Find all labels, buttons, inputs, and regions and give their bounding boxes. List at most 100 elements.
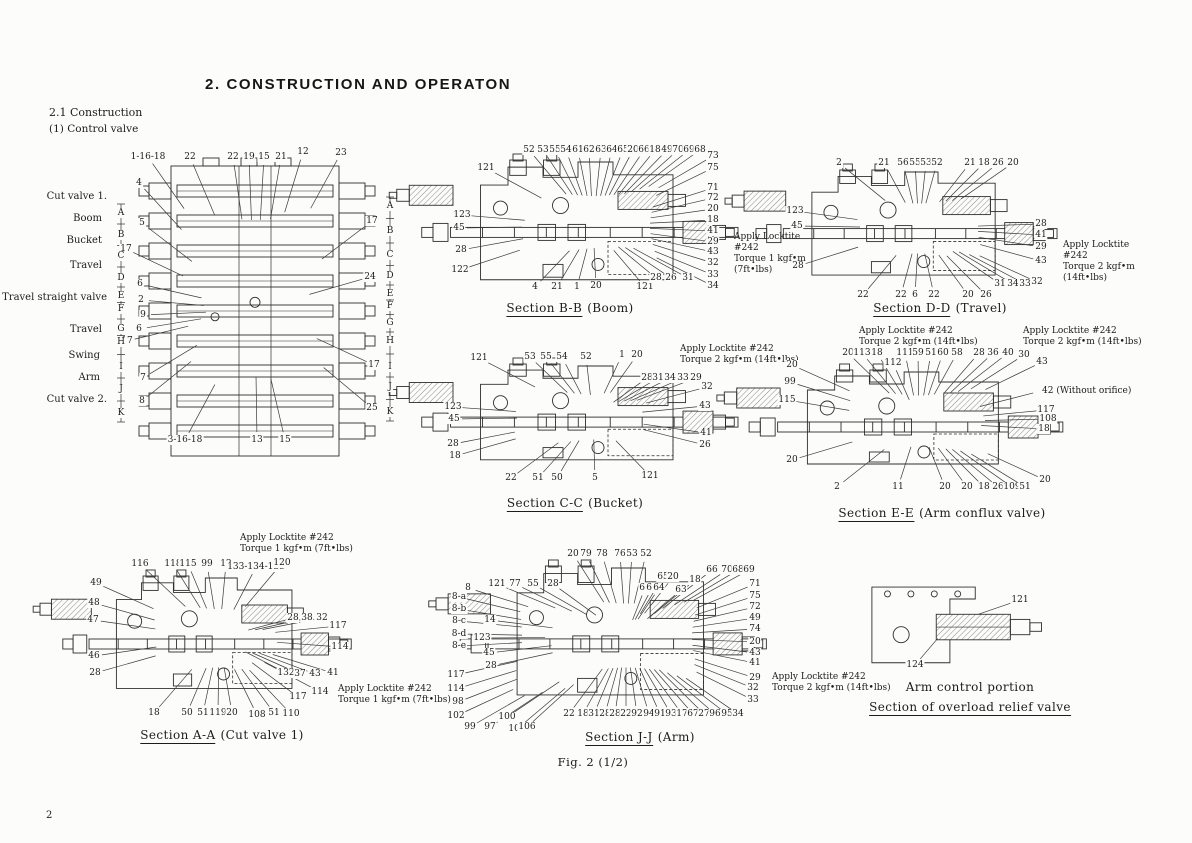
part-number-label: 21 <box>550 282 564 292</box>
part-number-label: 106 <box>517 722 537 732</box>
part-number-label: 4 <box>531 282 539 292</box>
section-caption-title: Section J-J <box>585 730 653 746</box>
part-number-label: 117 <box>328 621 348 631</box>
part-number-label: 12 <box>219 559 233 569</box>
part-number-label: 22 <box>183 152 197 162</box>
part-number-label: 2 <box>835 158 843 168</box>
part-number-label: 43 <box>698 401 712 411</box>
part-number-label: 6 <box>136 279 144 289</box>
part-number-label: 26 <box>991 482 1005 492</box>
part-number-label: 20 <box>1038 475 1052 485</box>
part-number-label: 21 <box>963 158 977 168</box>
section-caption: Arm control portion <box>906 680 1035 694</box>
part-number-label: 3-16-18 <box>166 435 204 445</box>
part-number-label: 55 <box>526 579 540 589</box>
part-number-label: 53 <box>523 352 537 362</box>
section-caption-subject: (Cut valve 1) <box>220 728 304 742</box>
part-number-label: 4 <box>135 178 143 188</box>
part-number-label: 79 <box>579 549 593 559</box>
part-number-label: 20 <box>841 348 855 358</box>
part-number-label: 11 <box>891 482 905 492</box>
part-number-label: 15 <box>278 435 292 445</box>
part-number-label: 118 <box>163 559 183 569</box>
part-number-label: 117 <box>1036 405 1056 415</box>
section-letter-label: D <box>385 271 395 281</box>
part-number-label: 43 <box>1034 256 1048 266</box>
part-number-label: 28 <box>286 613 300 623</box>
part-number-label: 91 <box>653 709 667 719</box>
part-number-label: 23 <box>334 148 348 158</box>
part-number-label: 61 <box>571 145 585 155</box>
part-number-label: 24 <box>363 272 377 282</box>
part-number-label: 68 <box>693 145 707 155</box>
part-number-label: 22 <box>927 290 941 300</box>
section-letter-label: H <box>385 336 395 346</box>
part-number-label: 32 <box>1030 277 1044 287</box>
part-number-label: 41 <box>748 658 762 668</box>
part-number-label: 51 <box>196 708 210 718</box>
part-number-label: 43 <box>748 648 762 658</box>
part-number-label: 92 <box>630 709 644 719</box>
part-number-label: 51 <box>267 708 281 718</box>
part-number-label: 45 <box>447 414 461 424</box>
subsection-heading: (1) Control valve <box>49 123 139 135</box>
part-number-label: 26 <box>664 273 678 283</box>
part-number-label: 1 <box>618 350 626 360</box>
part-number-label: 70 <box>671 145 685 155</box>
part-number-label: 97 <box>483 722 497 732</box>
section-caption: Section of overload relief valve <box>869 700 1071 716</box>
part-number-label: 49 <box>660 145 674 155</box>
part-number-label: 115 <box>178 559 198 569</box>
part-number-label: 28 <box>88 668 102 678</box>
part-number-label: 51 <box>924 348 938 358</box>
valve-function-label: Travel <box>68 260 103 271</box>
part-number-label: 61 <box>638 583 652 593</box>
part-number-label: 14 <box>483 615 497 625</box>
section-letter-label: F <box>385 301 395 311</box>
part-number-label: 33 <box>1018 279 1032 289</box>
part-number-label: 33 <box>746 695 760 705</box>
part-number-label: 63 <box>594 145 608 155</box>
section-caption: Section C-C(Bucket) <box>506 496 643 512</box>
page-number: 2 <box>46 810 53 821</box>
part-number-label: 54 <box>559 145 573 155</box>
part-number-label: 124 <box>905 660 925 670</box>
part-number-label: 20 <box>748 637 762 647</box>
part-number-label: 17 <box>367 360 381 370</box>
section-caption: Section B-B(Boom) <box>506 301 633 317</box>
part-number-label: 101 <box>507 724 527 734</box>
section-letter-label: A <box>116 208 126 218</box>
part-number-label: 20 <box>630 350 644 360</box>
section-letter-label: K <box>385 407 395 417</box>
part-number-label: 18 <box>1037 424 1051 434</box>
part-number-label: 18 <box>448 451 462 461</box>
part-number-label: 31 <box>587 709 601 719</box>
part-number-label: 65 <box>656 572 670 582</box>
part-number-label: 53 <box>536 145 550 155</box>
part-number-label: 18 <box>706 215 720 225</box>
part-number-label: 26 <box>698 440 712 450</box>
part-number-label: 20 <box>785 455 799 465</box>
part-number-label: 29 <box>748 673 762 683</box>
part-number-label: 109 <box>1002 482 1022 492</box>
part-number-label: 114 <box>310 687 330 697</box>
part-number-label: 59 <box>911 348 925 358</box>
part-number-label: 2 <box>833 482 841 492</box>
part-number-label: 30 <box>1017 350 1031 360</box>
part-number-label: 74 <box>748 624 762 634</box>
part-number-label: 96 <box>708 709 722 719</box>
valve-function-label: Boom <box>72 213 103 224</box>
part-number-label: 95 <box>720 709 734 719</box>
part-number-label: 8-a <box>450 592 468 602</box>
part-number-label: 42 (Without orifice) <box>1041 386 1133 396</box>
part-number-label: 122 <box>450 265 470 275</box>
part-number-label: 13 <box>250 435 264 445</box>
part-number-label: 22 <box>504 473 518 483</box>
part-number-label: 132 <box>276 668 296 678</box>
part-number-label: 26 <box>991 158 1005 168</box>
